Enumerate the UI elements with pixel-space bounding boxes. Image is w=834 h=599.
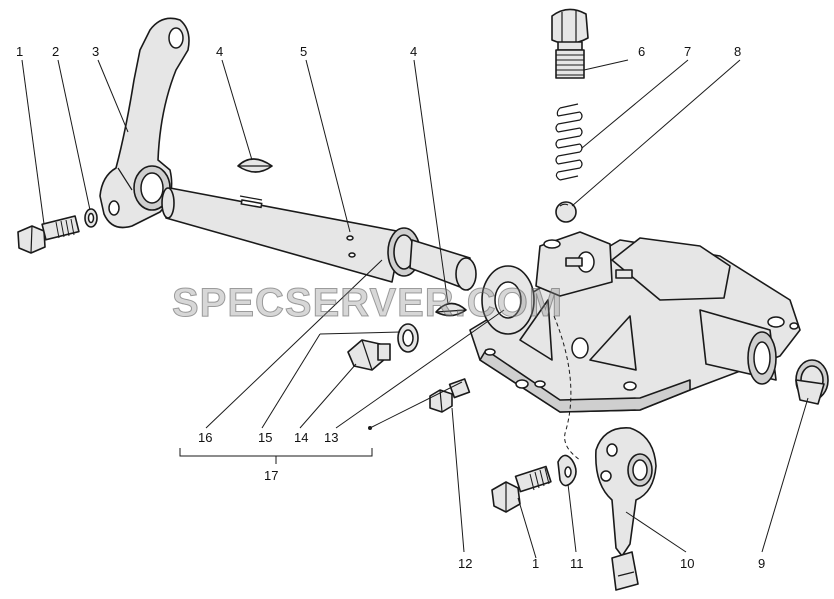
key-part-4-left <box>237 158 273 173</box>
callout-4-left: 4 <box>216 44 223 59</box>
callout-4-right: 4 <box>410 44 417 59</box>
callout-14: 14 <box>294 430 308 445</box>
key-part-4-right <box>435 302 467 317</box>
callout-13: 13 <box>324 430 338 445</box>
callout-1-lower: 1 <box>532 556 539 571</box>
seal-part-9 <box>795 359 829 405</box>
callout-3: 3 <box>92 44 99 59</box>
callout-15: 15 <box>258 430 272 445</box>
ball-part-8 <box>555 201 577 223</box>
plug-part-6 <box>551 8 589 79</box>
callout-16: 16 <box>198 430 212 445</box>
callout-8: 8 <box>734 44 741 59</box>
leader-lines <box>21 59 809 559</box>
washer-part-2 <box>84 208 98 228</box>
callout-17: 17 <box>264 468 278 483</box>
callout-6: 6 <box>638 44 645 59</box>
spring-part-7 <box>555 103 583 181</box>
callout-11: 11 <box>570 556 584 571</box>
washer-part-15 <box>397 323 419 353</box>
callout-10: 10 <box>680 556 694 571</box>
bolt-part-1-upper <box>17 215 80 254</box>
plug-part-14 <box>347 339 391 371</box>
callout-1-upper: 1 <box>16 44 23 59</box>
callout-2: 2 <box>52 44 59 59</box>
lever-part-10 <box>595 427 657 591</box>
callout-5: 5 <box>300 44 307 59</box>
shaft-part-5 <box>161 187 477 291</box>
callout-12: 12 <box>458 556 472 571</box>
callout-9: 9 <box>758 556 765 571</box>
main-housing <box>469 231 801 461</box>
callout-labels: 1 2 3 4 5 4 6 7 8 16 15 14 13 17 12 1 11… <box>16 44 765 571</box>
lock-washer-part-11 <box>557 454 577 487</box>
watermark-text: SPECSERVER.COM <box>172 281 563 325</box>
bolt-part-1-lower <box>491 465 552 513</box>
callout-7: 7 <box>684 44 691 59</box>
